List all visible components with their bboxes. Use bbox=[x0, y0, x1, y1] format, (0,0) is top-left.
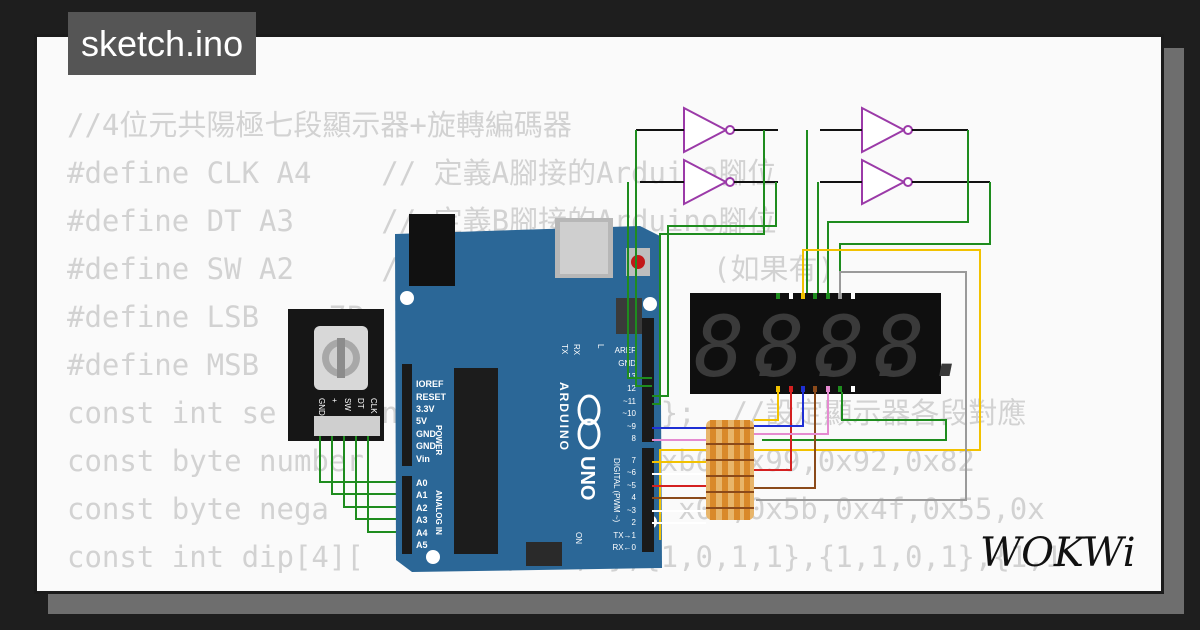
code-line: byte [4] bbox=[67, 581, 1062, 591]
analog-pin-label: A5 bbox=[416, 540, 428, 550]
display-digit: 8. bbox=[754, 298, 855, 396]
tx-label: TX bbox=[560, 344, 569, 355]
digital-pin-label: ~10 bbox=[622, 409, 636, 418]
power-pin-label: GND bbox=[416, 429, 437, 439]
digital-pin-label: 7 bbox=[632, 456, 637, 465]
analog-pin-label: A1 bbox=[416, 490, 428, 500]
seven-segment-display[interactable]: 8. 8. 8. 8. bbox=[690, 293, 975, 396]
power-pin-label: Vin bbox=[416, 454, 430, 464]
digital-pin-label: 12 bbox=[627, 384, 636, 393]
arduino-brand: ARDUINO bbox=[557, 382, 571, 452]
digital-pin-label: 4 bbox=[632, 493, 637, 502]
inverter-gate[interactable] bbox=[683, 158, 735, 206]
analog-header: ANALOG IN bbox=[434, 490, 443, 535]
analog-pin-label: A2 bbox=[416, 503, 428, 513]
power-pin-label: RESET bbox=[416, 392, 447, 402]
arduino-model: UNO bbox=[576, 456, 598, 500]
resistor-bank[interactable] bbox=[706, 420, 754, 520]
power-pin-label: GND bbox=[416, 441, 437, 451]
display-digit: 8. bbox=[874, 298, 975, 396]
code-line: //4位元共陽極七段顯示器+旋轉編碼器 bbox=[67, 108, 572, 142]
wokwi-logo: WOKWi bbox=[980, 530, 1136, 576]
power-pin-label: 3.3V bbox=[416, 404, 435, 414]
arduino-uno[interactable]: IOREF RESET 3.3V 5V GND GND Vin A0 A1 A2… bbox=[395, 214, 662, 572]
display-pins-top bbox=[776, 293, 855, 299]
digital-pin-label: ~9 bbox=[627, 422, 637, 431]
resistor-wires bbox=[754, 392, 829, 489]
digital-pin-label: ~11 bbox=[623, 397, 637, 406]
power-pin-label: IOREF bbox=[416, 379, 444, 389]
digital-pin-label: RX←0 bbox=[612, 543, 636, 552]
digital-pin-label: 8 bbox=[632, 434, 637, 443]
power-header: POWER bbox=[434, 425, 443, 455]
digital-header: DIGITAL (PWM ~) bbox=[612, 458, 621, 523]
arduino-resistor-wires bbox=[652, 427, 706, 524]
code-line: #define CLK A4 // 定義A腳接的Arduino腳位 bbox=[67, 156, 777, 190]
rx-label: RX bbox=[572, 344, 581, 356]
digital-pin-label: 13 bbox=[627, 372, 636, 381]
digital-pin-label: TX→1 bbox=[613, 531, 636, 540]
arduino-logo-icon bbox=[577, 394, 601, 450]
file-tab[interactable]: sketch.ino bbox=[68, 12, 257, 75]
digital-pin-label: AREF bbox=[615, 346, 636, 355]
gate-wires bbox=[627, 129, 991, 405]
display-side-wires bbox=[659, 249, 981, 540]
encoder-pin-label: SW bbox=[343, 398, 352, 411]
encoder-pin-label: CLK bbox=[369, 398, 378, 414]
encoder-pin-label: + bbox=[330, 398, 339, 403]
encoder-pin-label: DT bbox=[356, 398, 365, 409]
code-line: #define LSB 7P bbox=[67, 300, 364, 334]
analog-pin-label: A4 bbox=[416, 528, 428, 538]
power-pin-label: 5V bbox=[416, 416, 427, 426]
display-pins-bottom bbox=[776, 386, 855, 392]
analog-pin-label: A3 bbox=[416, 515, 428, 525]
digital-pin-label: ~3 bbox=[627, 506, 637, 515]
inverter-gate[interactable] bbox=[861, 158, 913, 206]
analog-pin-label: A0 bbox=[416, 478, 428, 488]
display-digit: 8. bbox=[694, 298, 795, 396]
digital-pin-label: ~5 bbox=[627, 481, 637, 490]
inverter-gate[interactable] bbox=[861, 106, 913, 154]
inverter-gate[interactable] bbox=[683, 106, 735, 154]
rotary-encoder[interactable]: CLK DT SW + GND bbox=[288, 309, 384, 441]
display-digit: 8. bbox=[814, 298, 915, 396]
encoder-pin-label: GND bbox=[317, 398, 326, 416]
on-label: ON bbox=[574, 532, 583, 544]
digital-pin-label: ~6 bbox=[627, 468, 637, 477]
digital-pin-label: 2 bbox=[632, 518, 637, 527]
led-l-label: L bbox=[596, 344, 605, 349]
